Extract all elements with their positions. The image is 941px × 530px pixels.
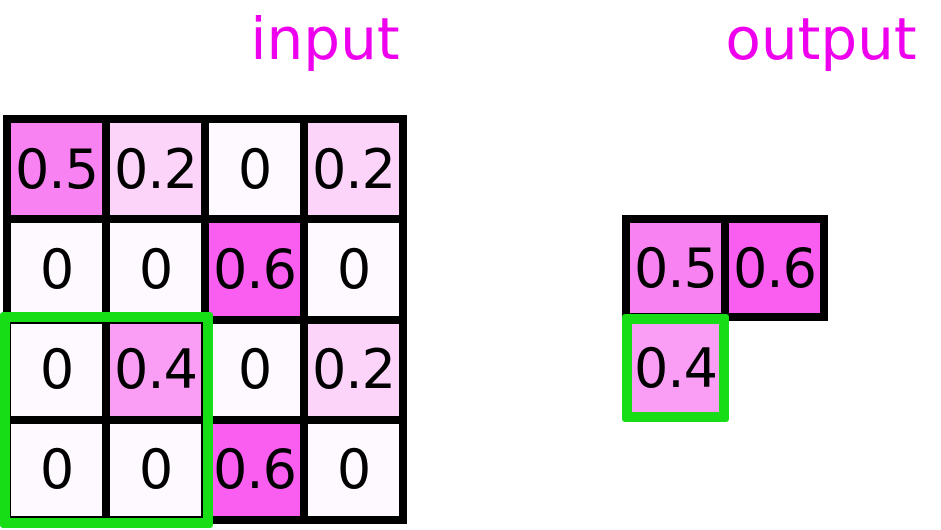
output-cell-highlight: 0.4 — [622, 314, 729, 422]
input-cell-r2c2: 0 — [209, 323, 300, 416]
input-cell-r3c0: 0 — [11, 423, 102, 516]
input-cell-r3c2: 0.6 — [209, 423, 300, 516]
input-cell-r2c3: 0.2 — [308, 323, 399, 416]
input-cell-r1c3: 0 — [308, 223, 399, 316]
input-title: input — [250, 5, 400, 73]
input-cell-r0c2: 0 — [209, 123, 300, 216]
input-cell-r0c1: 0.2 — [110, 123, 201, 216]
output-cell-r0c0: 0.5 — [630, 223, 721, 313]
input-cell-r1c0: 0 — [11, 223, 102, 316]
input-cell-r0c0: 0.5 — [11, 123, 102, 216]
output-title: output — [725, 5, 917, 73]
input-cell-r3c1: 0 — [110, 423, 201, 516]
output-cell-r0c1: 0.6 — [729, 223, 820, 313]
input-cell-r1c2: 0.6 — [209, 223, 300, 316]
input-cell-r0c3: 0.2 — [308, 123, 399, 216]
input-cell-r3c3: 0 — [308, 423, 399, 516]
input-cell-r1c1: 0 — [110, 223, 201, 316]
input-cell-r2c1: 0.4 — [110, 323, 201, 416]
pooling-window-highlight — [0, 312, 213, 528]
input-cell-r2c0: 0 — [11, 323, 102, 416]
